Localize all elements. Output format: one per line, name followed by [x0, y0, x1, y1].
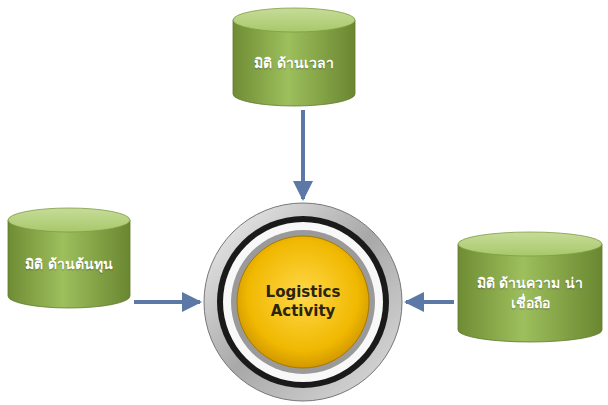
arrow-connector	[134, 300, 200, 304]
cylinder-top	[8, 208, 130, 232]
gold-core	[237, 236, 369, 368]
dimension-label: มิติ ด้านเวลา	[254, 53, 334, 73]
center-circle: Logistics Activity	[203, 202, 403, 402]
reliability-cylinder: มิติ ด้านความ น่าเชื่อถือ	[458, 232, 602, 342]
time-cylinder: มิติ ด้านเวลา	[233, 8, 355, 106]
black-ring	[217, 216, 389, 388]
cost-cylinder: มิติ ด้านต้นทุน	[8, 208, 130, 308]
arrow-connector	[301, 110, 305, 199]
text-area: มิติ ด้านต้นทุน	[8, 232, 130, 296]
cylinder-top	[458, 232, 602, 256]
dimension-label: มิติ ด้านความ น่าเชื่อถือ	[466, 273, 594, 314]
grey-ring	[231, 230, 375, 374]
cylinder-body	[233, 20, 355, 106]
white-ring	[223, 222, 383, 382]
text-area: มิติ ด้านเวลา	[233, 32, 355, 94]
cylinder-body	[458, 244, 602, 342]
text-area: Logistics Activity	[203, 202, 403, 402]
cylinder-body	[8, 220, 130, 308]
arrow-connector	[406, 300, 454, 304]
dimension-label: มิติ ด้านต้นทุน	[25, 254, 113, 274]
cylinder-top	[233, 8, 355, 32]
text-area: มิติ ด้านความ น่าเชื่อถือ	[458, 256, 602, 330]
center-label: Logistics Activity	[248, 283, 358, 322]
outer-ring	[204, 203, 402, 401]
